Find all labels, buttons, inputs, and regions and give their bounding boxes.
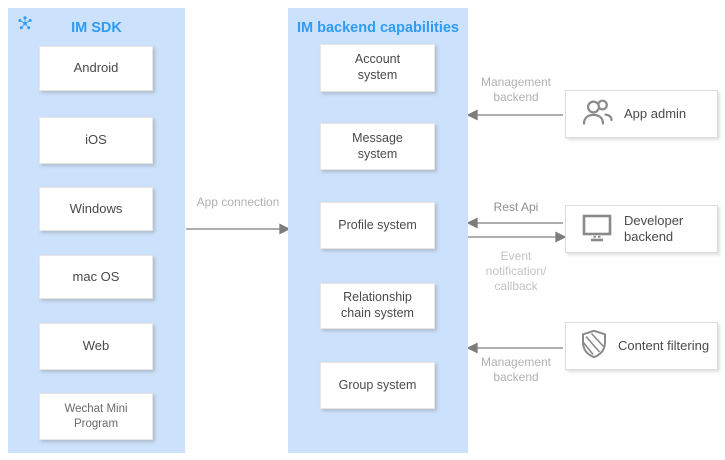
external-node-label: Developer backend <box>624 213 684 244</box>
sdk-node-macos: mac OS <box>39 255 153 299</box>
external-node-label: App admin <box>624 106 687 122</box>
im-backend-title: IM backend capabilities <box>297 20 459 36</box>
people-icon <box>580 97 614 131</box>
backend-node-account-system: Account system <box>320 44 435 92</box>
backend-node-profile-system: Profile system <box>320 202 435 249</box>
label-event-notification-callback: Event notification/ callback <box>485 249 547 293</box>
label-management-backend-bottom: Management backend <box>480 355 552 384</box>
im-backend-panel: IM backend capabilities Account system M… <box>288 8 468 453</box>
network-cluster-icon <box>17 15 33 31</box>
sdk-node-web: Web <box>39 323 153 370</box>
shield-icon <box>580 329 608 363</box>
external-node-content-filtering: Content filtering <box>565 322 718 370</box>
sdk-node-wechat-mini-program: Wechat Mini Program <box>39 393 153 440</box>
backend-node-message-system: Message system <box>320 123 435 170</box>
monitor-icon <box>580 212 614 246</box>
sdk-node-ios: iOS <box>39 117 153 164</box>
im-sdk-title: IM SDK <box>71 20 122 36</box>
im-sdk-panel: IM SDK Android iOS Windows mac OS Web We… <box>8 8 185 453</box>
external-node-label: Content filtering <box>618 338 710 354</box>
backend-node-group-system: Group system <box>320 362 435 409</box>
external-node-app-admin: App admin <box>565 90 718 138</box>
label-app-connection: App connection <box>196 195 280 209</box>
label-rest-api: Rest Api <box>493 200 539 214</box>
sdk-node-android: Android <box>39 46 153 91</box>
backend-node-relationship-chain-system: Relationship chain system <box>320 283 435 329</box>
label-management-backend-top: Management backend <box>480 75 552 104</box>
sdk-node-windows: Windows <box>39 187 153 231</box>
external-node-developer-backend: Developer backend <box>565 205 718 253</box>
